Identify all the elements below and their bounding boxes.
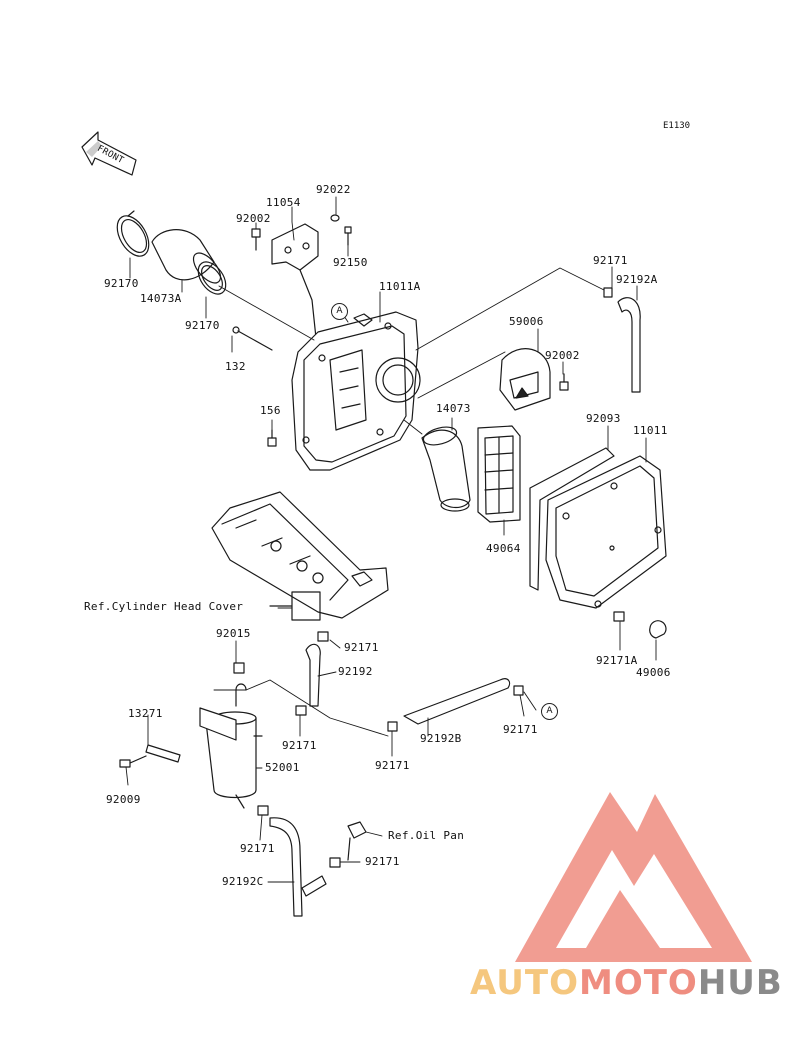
watermark-logo-icon — [515, 792, 752, 962]
leader-lines — [125, 196, 657, 883]
label-49006: 49006 — [636, 666, 671, 679]
label-ref-oil-pan: Ref.Oil Pan — [388, 829, 465, 842]
label-11054: 11054 — [266, 196, 301, 209]
label-92015: 92015 — [216, 627, 251, 640]
diagram-code: E1130 — [663, 121, 691, 131]
label-92170-left: 92170 — [104, 277, 139, 290]
washer-92022 — [330, 214, 340, 222]
label-92171-top-right: 92171 — [593, 254, 628, 267]
clip-92171-b — [295, 705, 307, 716]
cylinder-head-cover — [211, 491, 389, 619]
label-59006: 59006 — [509, 315, 544, 328]
label-156: 156 — [260, 404, 281, 417]
label-92171-a: 92171 — [344, 641, 379, 654]
hose-92192C — [269, 817, 327, 917]
clip-92171-e — [257, 805, 269, 816]
label-14073A: 14073A — [140, 292, 182, 305]
duct-14073A — [151, 229, 222, 284]
watermark-part-moto: MOTO — [578, 963, 698, 1003]
oil-pan-fitting — [347, 821, 367, 861]
label-92009: 92009 — [106, 793, 141, 806]
clip-92171A — [613, 611, 625, 622]
bracket-11054 — [271, 223, 319, 339]
bolt-132 — [232, 326, 273, 351]
clip-92171-top-right — [603, 287, 613, 298]
bolt-156 — [267, 429, 277, 447]
label-49064: 49064 — [486, 542, 521, 555]
label-92171-d: 92171 — [503, 723, 538, 736]
bracket-13271 — [145, 744, 181, 763]
label-132: 132 — [225, 360, 246, 373]
bolt-92015 — [233, 662, 245, 674]
label-92192B: 92192B — [420, 732, 462, 745]
label-11011: 11011 — [633, 424, 668, 437]
label-92192: 92192 — [338, 665, 373, 678]
label-ref-cylinder-head-cover: Ref.Cylinder Head Cover — [84, 600, 244, 613]
hose-92192B — [403, 678, 511, 725]
callout-a-top: A — [331, 303, 348, 320]
clamp-92170-mid — [197, 261, 227, 295]
bolt-92150 — [344, 226, 352, 246]
label-13271: 13271 — [128, 707, 163, 720]
separator-52001 — [199, 683, 263, 809]
screen-49064 — [477, 425, 521, 523]
cap-49006 — [649, 620, 667, 639]
bolt-92002-top — [251, 228, 261, 251]
label-92192C: 92192C — [222, 875, 264, 888]
clip-92171-a — [317, 631, 329, 642]
front-arrow-icon — [81, 131, 137, 176]
ref-bracket — [269, 591, 321, 621]
label-92171-f: 92171 — [365, 855, 400, 868]
label-11011A: 11011A — [379, 280, 421, 293]
label-92002-top: 92002 — [236, 212, 271, 225]
label-92171A: 92171A — [596, 654, 638, 667]
watermark-text: AUTOMOTOHUB — [470, 963, 783, 1003]
callout-a-bottom: A — [541, 703, 558, 720]
label-52001: 52001 — [265, 761, 300, 774]
clip-92171-c — [387, 721, 398, 732]
label-92171-c: 92171 — [375, 759, 410, 772]
bolt-92002-right — [559, 373, 569, 391]
clip-92171-f — [329, 857, 341, 868]
label-92171-b: 92171 — [282, 739, 317, 752]
watermark-part-hub: HUB — [697, 963, 783, 1003]
label-92170-mid: 92170 — [185, 319, 220, 332]
duct-14073 — [421, 426, 471, 512]
label-92192A: 92192A — [616, 273, 658, 286]
label-92002-right: 92002 — [545, 349, 580, 362]
hose-92192 — [305, 643, 321, 707]
clamp-92170-left — [116, 210, 150, 257]
plate-59006 — [499, 348, 551, 411]
label-92150: 92150 — [333, 256, 368, 269]
watermark-part-auto: AUTO — [470, 963, 579, 1003]
label-92171-e: 92171 — [240, 842, 275, 855]
clip-92171-d — [513, 685, 524, 696]
housing-11011A — [291, 311, 421, 471]
bolt-92009 — [119, 755, 147, 768]
label-14073: 14073 — [436, 402, 471, 415]
label-92093: 92093 — [586, 412, 621, 425]
hose-92192A — [617, 297, 641, 393]
cover-11011 — [545, 455, 667, 609]
label-92022: 92022 — [316, 183, 351, 196]
gasket-92093 — [529, 447, 615, 591]
